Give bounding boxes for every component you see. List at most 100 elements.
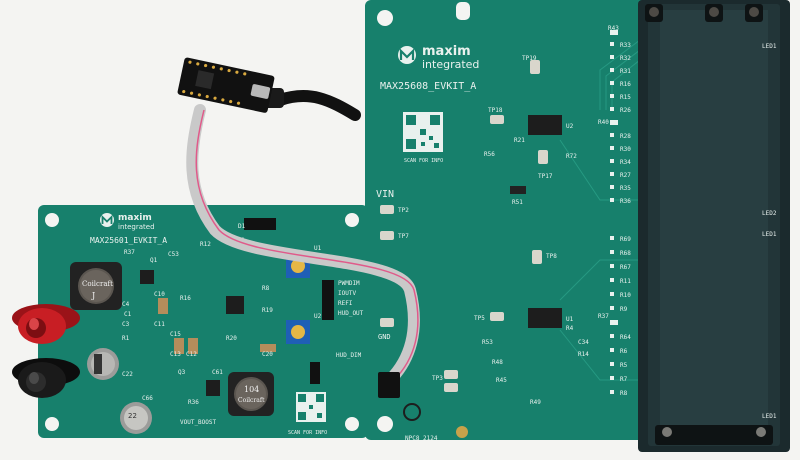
component-label: R56 [484,151,495,158]
component-label: R51 [512,199,523,206]
brand-name: maxim [118,213,152,223]
component-label: C10 [154,291,165,298]
mount-hole [45,417,59,431]
ic-chip [140,270,154,284]
test-point-pad [380,318,394,327]
component-label: R6 [620,348,628,355]
qr-code-icon [403,112,443,152]
qr-code-icon [296,392,326,422]
component-label: R20 [226,335,237,342]
component-label: R36 [188,399,199,406]
component-label: R27 [620,172,631,179]
electrolytic-capacitor-c66 [120,402,152,434]
component-label: Q1 [150,257,158,264]
component-footprint [403,403,421,421]
ic-chip [206,380,220,396]
mount-hole [345,213,359,227]
mount-hole [45,213,59,227]
component-label: R53 [482,339,493,346]
component-label: R31 [620,68,631,75]
pcb-traces [559,39,641,381]
header-label: HUD_OUT [338,310,364,317]
component-label: R7 [620,376,628,383]
component-label: C20 [262,351,273,358]
hud-dim-label: HUD_DIM [336,352,362,359]
left-board-pcb [38,205,368,438]
component-label: R33 [620,42,631,49]
brand-name: maxim [422,44,471,59]
component-label: C66 [142,395,153,402]
led-bar-housing [638,0,790,452]
brand-subname: integrated [422,58,479,71]
component-label: C61 [212,369,223,376]
header-label: IOUTV [338,290,356,297]
left-board: maxim integrated MAX25601_EVKIT_A Coilcr… [12,205,368,438]
test-point-label: TP8 [546,253,557,260]
potentiometer-2[interactable] [286,320,310,344]
component-label: R37 [124,249,135,256]
component-label: R48 [492,359,503,366]
led-label: LED2 [762,210,777,217]
capacitor-smd [158,298,168,314]
test-point-pad [444,383,458,392]
component-label: R1 [122,335,130,342]
ribbon-cable [186,104,420,386]
component-label: R28 [620,133,631,140]
mount-hole [377,416,393,432]
header-label: PWMDIM [338,280,360,287]
test-point-label: TP2 [398,207,409,214]
inductor-l1 [70,262,122,310]
component-label: C1 [124,311,132,318]
test-point-pad [530,60,540,74]
board-title: MAX25601_EVKIT_A [90,236,167,245]
component-label: R45 [496,377,507,384]
mount-hole [377,10,393,26]
component-label: R16 [180,295,191,302]
red-terminal[interactable] [12,304,80,344]
microcontroller-board [177,57,275,113]
test-point-pad [490,312,504,321]
inductor-l2 [228,372,274,416]
component-label: R14 [578,351,589,358]
component-label: R35 [620,185,631,192]
led-label: LED1 [762,43,777,50]
component-label: C34 [578,339,589,346]
component-label: R30 [620,146,631,153]
component-label: R32 [620,55,631,62]
resistor-r51 [510,186,526,194]
test-point-label: TP7 [398,233,409,240]
inductor-value: 104 [244,385,259,394]
test-point-pad [490,115,504,124]
component-label: R11 [620,278,631,285]
date-code: NPC8 2124 [405,435,438,442]
mount-hole [345,417,359,431]
board-title: MAX25608_EVKIT_A [380,81,476,92]
inductor-text: Coilcraft [82,280,113,288]
capacitor-marking: 22 [128,412,137,420]
test-point-pad [444,370,458,379]
test-point-label: TP19 [522,55,537,62]
component-label: C53 [168,251,179,258]
component-label: R49 [530,399,541,406]
component-label: U2 [314,313,322,320]
ic-label: U1 [566,316,574,323]
component-label: C13 [170,351,181,358]
brand-subname: integrated [118,223,155,231]
gnd-label: GND [378,333,391,341]
component-label: R34 [620,159,631,166]
header-label: REFI [338,300,353,307]
component-label: C3 [122,321,130,328]
component-label: C11 [154,321,165,328]
led-label: LED1 [762,413,777,420]
black-terminal[interactable] [12,358,80,398]
ic-chip-u1 [528,308,562,328]
component-label: R19 [262,307,273,314]
test-point-label: TP17 [538,173,553,180]
capacitor-smd [260,344,276,352]
component-label: R40 [598,119,609,126]
component-label: R8 [262,285,270,292]
test-point-label: TP3 [432,375,443,382]
test-point-label: TP5 [474,315,485,322]
component-label: R12 [200,241,211,248]
